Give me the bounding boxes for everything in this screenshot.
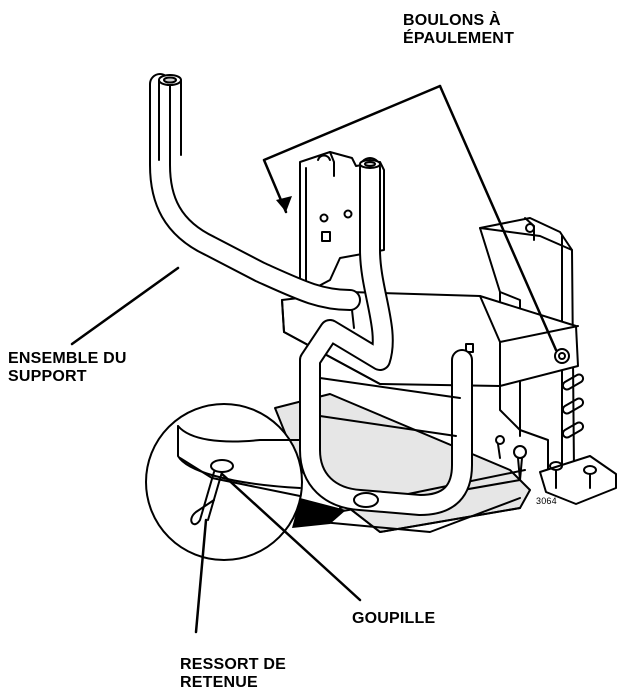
label-retaining-spring: RESSORT DE RETENUE	[180, 656, 286, 692]
label-support-assembly: ENSEMBLE DU SUPPORT	[8, 350, 127, 386]
label-line: RETENUE	[180, 674, 258, 691]
label-line: BOULONS À	[403, 12, 501, 29]
shoulder-bolt	[554, 348, 570, 364]
support-band	[281, 291, 579, 387]
label-line: ENSEMBLE DU	[8, 350, 127, 367]
leader-lines	[70, 84, 558, 634]
figure-number: 3064	[536, 496, 557, 506]
support-tube-u	[299, 157, 473, 516]
label-shoulder-bolts: BOULONS À ÉPAULEMENT	[403, 12, 514, 48]
detail-inset	[145, 403, 346, 561]
label-pin: GOUPILLE	[352, 610, 435, 628]
label-line: GOUPILLE	[352, 610, 436, 627]
label-line: SUPPORT	[8, 368, 87, 385]
support-tube-left	[149, 73, 361, 311]
label-line: ÉPAULEMENT	[403, 30, 515, 47]
label-line: RESSORT DE	[180, 656, 287, 673]
